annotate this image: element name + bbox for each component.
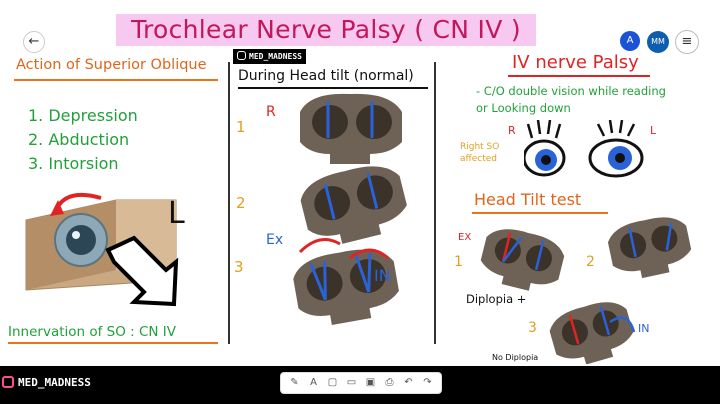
back-button[interactable]: ← [23,31,45,53]
innervation-underline [8,342,218,344]
export-icon[interactable]: ⎙ [385,377,394,388]
complaint-text: or Looking down [476,101,571,115]
step-number: 2 [586,254,595,270]
extorsion-label: Ex [266,232,284,248]
intorsion-label: IN [374,266,391,285]
instagram-icon [2,376,14,388]
affected-note: Right SO [460,142,500,152]
drawing-toolbar: ✎ A ▢ ▭ ▣ ⎙ ↶ ↷ [280,372,442,394]
column-divider-left [228,62,230,344]
title-highlight [116,14,536,46]
back-arrow-icon: ← [28,34,40,49]
head-tilt-heading: During Head tilt (normal) [238,68,414,84]
skull-tilted [300,166,407,244]
heading-underline [14,79,218,81]
intorsion-label: IN [638,322,650,335]
hamburger-icon: ≡ [681,34,693,49]
eyes-illustration [524,120,644,178]
complaint-text: - C/O double vision while reading [476,84,666,98]
frame-icon[interactable]: ▭ [346,377,357,388]
action-item: 1. Depression [28,106,138,125]
footer-watermark: MED_MADNESS [2,374,91,392]
column-divider-right [434,62,436,344]
action-item: 3. Intorsion [28,154,119,173]
step-number: 1 [236,118,246,136]
skull-tilted-torsion [293,249,399,325]
right-label: R [508,124,516,137]
left-label: L [168,196,185,231]
whiteboard-page: ← Trochlear Nerve Palsy ( CN IV ) A MM ≡… [0,0,720,366]
image-icon[interactable]: ▣ [365,377,376,388]
pen-icon[interactable]: ✎ [290,377,299,388]
palsy-underline [508,75,650,77]
step-number: 2 [236,194,246,212]
right-label: R [266,104,276,120]
test-underline [472,212,608,214]
head-tilt-test-heading: Head Tilt test [474,190,582,209]
orbit-illustration [25,193,179,307]
head-tilt-skulls [480,217,692,364]
step-number: 3 [528,320,537,336]
so-action-heading: Action of Superior Oblique [16,57,207,73]
palsy-heading: IV nerve Palsy [512,52,639,73]
watermark-tag: MED_MADNESS [233,49,306,64]
action-item: 2. Abduction [28,130,130,149]
skull-illustrations [293,93,407,325]
page-title: Trochlear Nerve Palsy ( CN IV ) [131,15,521,44]
undo-icon[interactable]: ↶ [404,377,413,388]
redo-icon[interactable]: ↷ [423,377,432,388]
avatar-mm[interactable]: MM [647,31,669,53]
diplopia-positive: Diplopia + [466,292,527,306]
step-number: 3 [234,258,244,276]
menu-button[interactable]: ≡ [675,30,699,54]
instagram-icon [237,51,246,60]
left-label: L [650,124,657,137]
avatar[interactable]: A [620,31,640,51]
extorsion-label: EX [458,232,472,243]
innervation-note: Innervation of SO : CN IV [8,324,177,340]
affected-note: affected [460,154,497,164]
text-tool-icon[interactable]: A [310,377,317,388]
heading-underline [238,87,428,89]
step-number: 1 [454,254,463,270]
shape-icon[interactable]: ▢ [327,377,338,388]
no-diplopia: No Diplopia [492,353,539,362]
skull-upright [300,93,402,164]
